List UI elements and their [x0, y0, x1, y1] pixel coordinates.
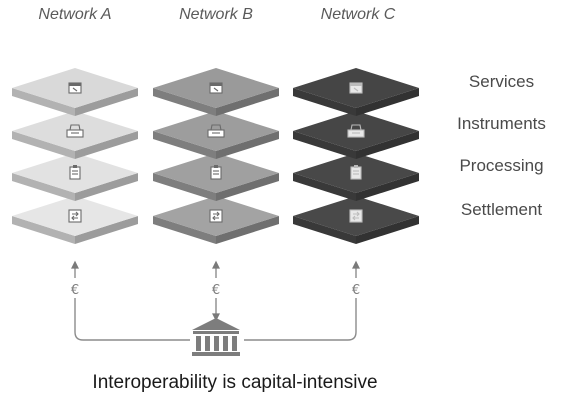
- clipboard-icon: [69, 165, 81, 180]
- tile-right-side: [216, 216, 279, 244]
- tile-right-side: [356, 216, 419, 244]
- tile-right-side: [356, 88, 419, 116]
- tile-settlement: [293, 196, 419, 244]
- arrow-b-head: [212, 260, 220, 269]
- tile-services: [153, 68, 279, 116]
- arrow-c-head: [352, 260, 360, 269]
- tile-right-side: [216, 131, 279, 159]
- tile-left-side: [12, 173, 75, 201]
- tile-instruments: [12, 111, 138, 159]
- connector-left: [74, 298, 190, 341]
- stack-network-c: [293, 68, 419, 244]
- euro-c: €: [352, 283, 360, 298]
- caption: Interoperability is capital-intensive: [92, 372, 378, 393]
- tile-left-side: [293, 216, 356, 244]
- tile-left-side: [153, 88, 216, 116]
- up-arrows: [71, 260, 360, 322]
- tile-left-side: [153, 131, 216, 159]
- tile-right-side: [216, 173, 279, 201]
- tile-settlement: [12, 196, 138, 244]
- euro-b: €: [212, 283, 220, 298]
- tile-right-side: [75, 131, 138, 159]
- tile-left-side: [293, 131, 356, 159]
- browser-window-icon: [349, 82, 363, 94]
- layer-label-instruments: Instruments: [457, 114, 546, 133]
- arrow-b-down-head: [212, 313, 220, 322]
- tile-left-side: [153, 216, 216, 244]
- cash-register-icon: [66, 124, 84, 138]
- tile-processing: [153, 153, 279, 201]
- tile-services: [293, 68, 419, 116]
- bank-building-icon: [192, 318, 240, 356]
- tile-services: [12, 68, 138, 116]
- tile-left-side: [293, 173, 356, 201]
- connector-right: [244, 298, 357, 341]
- tile-instruments: [293, 111, 419, 159]
- clipboard-icon: [350, 165, 362, 180]
- layer-label-services: Services: [468, 72, 535, 91]
- arrow-a-head: [71, 260, 79, 269]
- browser-window-icon: [68, 82, 82, 94]
- tile-instruments: [153, 111, 279, 159]
- tile-right-side: [75, 88, 138, 116]
- tile-left-side: [12, 88, 75, 116]
- tile-settlement: [153, 196, 279, 244]
- tile-processing: [293, 153, 419, 201]
- tile-right-side: [216, 88, 279, 116]
- network-c-title: Network C: [320, 6, 396, 23]
- tile-right-side: [356, 131, 419, 159]
- tile-left-side: [153, 173, 216, 201]
- clipboard-icon: [210, 165, 222, 180]
- network-stacks: [12, 68, 419, 244]
- tile-right-side: [75, 216, 138, 244]
- cash-register-icon: [207, 124, 225, 138]
- stack-network-a: [12, 68, 138, 244]
- browser-window-icon: [209, 82, 223, 94]
- tile-left-side: [12, 216, 75, 244]
- layer-label-settlement: Settlement: [460, 200, 543, 219]
- layer-label-processing: Processing: [459, 156, 544, 175]
- exchange-icon: [349, 209, 363, 223]
- exchange-icon: [209, 209, 223, 223]
- tile-processing: [12, 153, 138, 201]
- tile-right-side: [356, 173, 419, 201]
- tile-left-side: [12, 131, 75, 159]
- tile-right-side: [75, 173, 138, 201]
- euro-a: €: [71, 283, 79, 298]
- tile-left-side: [293, 88, 356, 116]
- cash-register-icon: [347, 124, 365, 138]
- exchange-icon: [68, 209, 82, 223]
- network-a-title: Network A: [38, 6, 112, 23]
- network-b-title: Network B: [179, 6, 253, 23]
- stack-network-b: [153, 68, 279, 244]
